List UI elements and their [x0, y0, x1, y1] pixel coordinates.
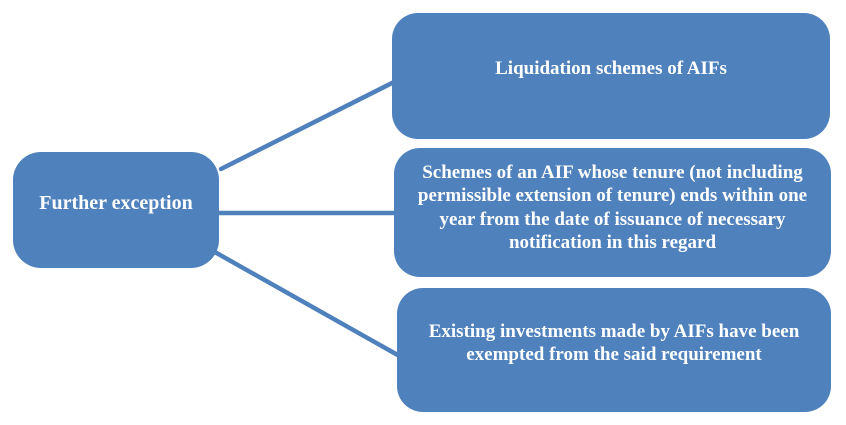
node-existing-investments-label: Existing investments made by AIFs have b… — [428, 320, 800, 365]
node-existing-investments: Existing investments made by AIFs have b… — [397, 288, 831, 412]
connector-root-to-bottom-box — [210, 248, 406, 361]
node-further-exception-label: Further exception — [39, 191, 193, 214]
node-liquidation-schemes: Liquidation schemes of AIFs — [392, 13, 830, 139]
node-schemes-tenure: Schemes of an AIF whose tenure (not incl… — [394, 148, 831, 277]
node-schemes-tenure-label: Schemes of an AIF whose tenure (not incl… — [417, 162, 808, 253]
node-further-exception: Further exception — [13, 152, 219, 268]
connector-root-to-top-box — [218, 76, 403, 172]
node-liquidation-schemes-label: Liquidation schemes of AIFs — [495, 58, 727, 79]
